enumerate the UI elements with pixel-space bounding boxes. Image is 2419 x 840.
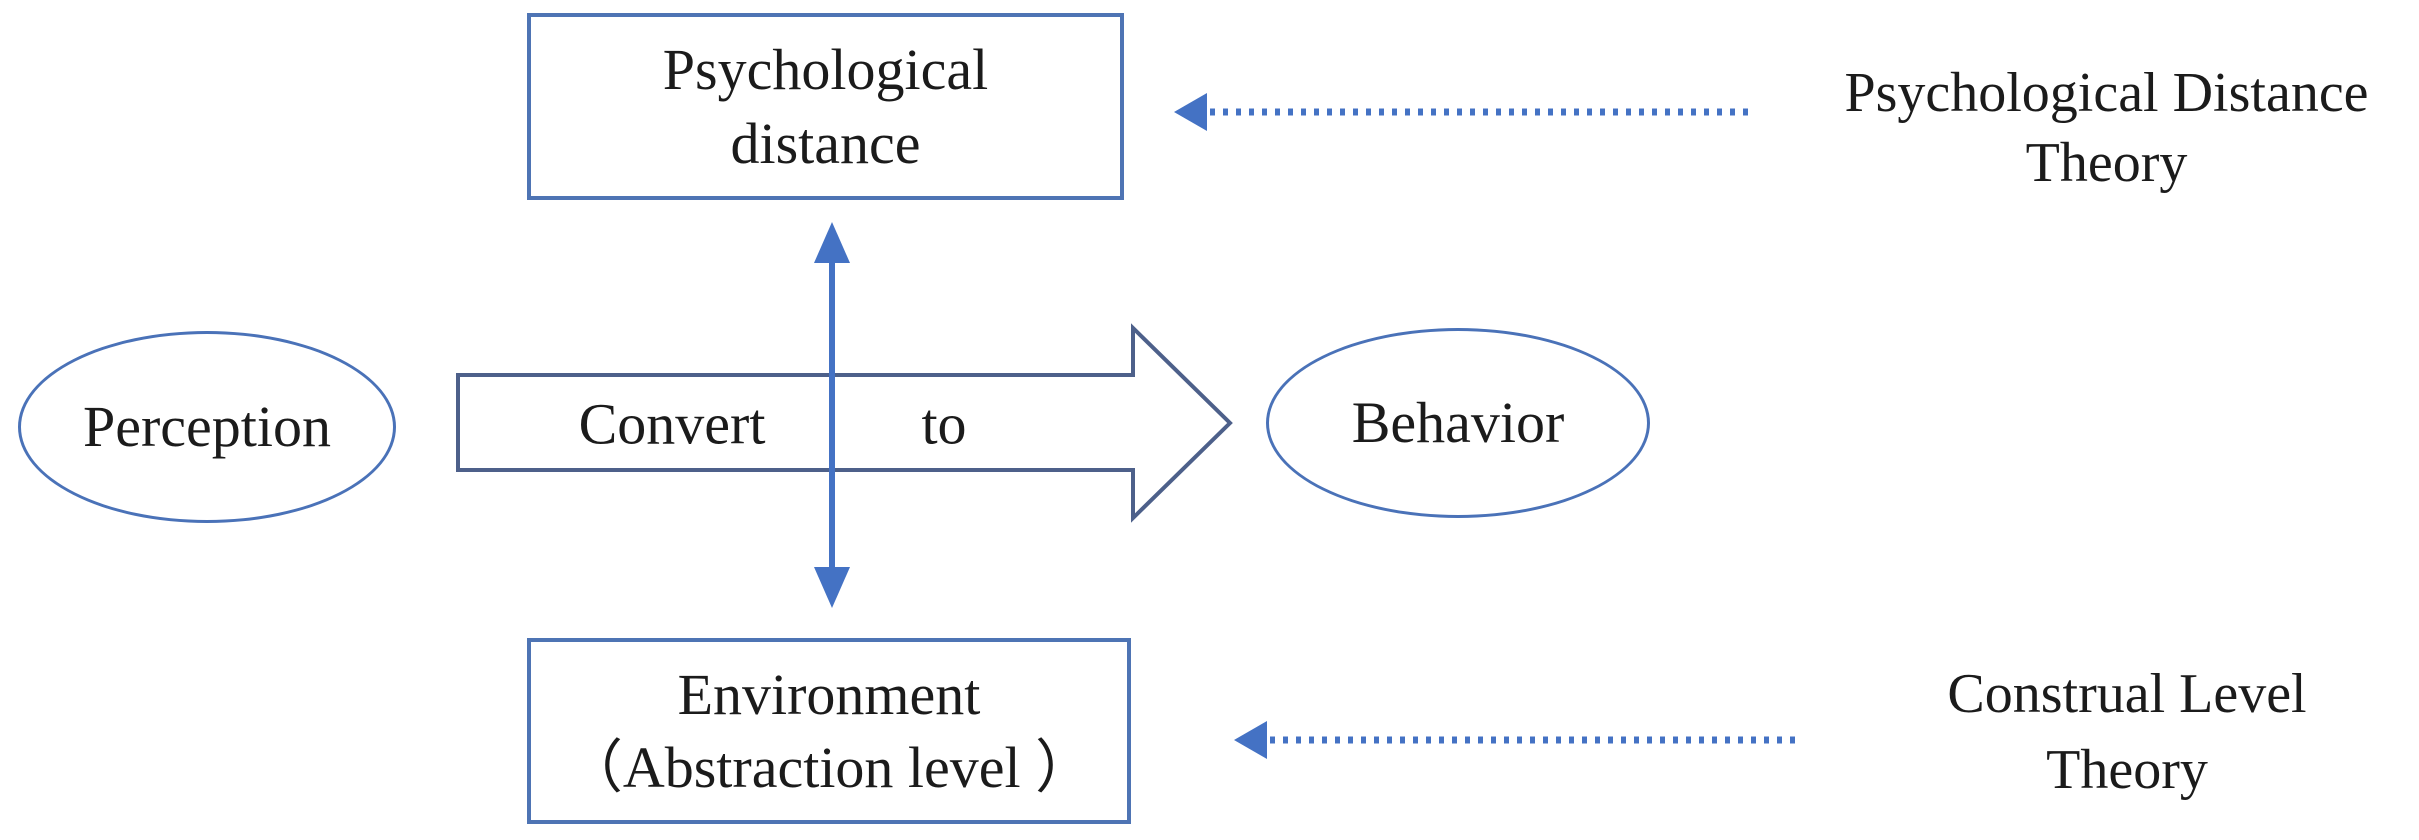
psychological-theory-arrow-head-icon <box>1174 93 1207 131</box>
to-word-label: to <box>921 391 967 457</box>
environment-label-line1: Environment <box>677 661 981 727</box>
psychological-distance-theory-line2: Theory <box>2025 132 2188 194</box>
convert-block-arrow-shape <box>456 323 1233 523</box>
construal-level-theory-line2: Theory <box>2046 739 2208 801</box>
construal-level-theory-line1: Construal Level <box>1947 663 2307 725</box>
perception-ellipse: Perception <box>18 331 396 523</box>
psychological-distance-theory-label: Psychological Distance Theory <box>1794 58 2419 198</box>
psychological-distance-box: Psychological distance <box>527 13 1124 200</box>
behavior-ellipse: Behavior <box>1266 328 1650 518</box>
vertical-arrow-down-head-icon <box>814 567 850 608</box>
vertical-arrow-up-head-icon <box>814 222 850 263</box>
environment-box: Environment （Abstraction level ） <box>527 638 1131 824</box>
perception-label: Perception <box>82 394 332 460</box>
environment-label-line2: （Abstraction level ） <box>564 735 1094 800</box>
behavior-label: Behavior <box>1351 390 1565 456</box>
construal-theory-arrow-head-icon <box>1234 721 1267 759</box>
convert-word-label: Convert <box>578 391 766 457</box>
psychological-distance-theory-line1: Psychological Distance <box>1844 62 2369 124</box>
psychological-distance-label-line1: Psychological <box>662 37 989 103</box>
construal-level-theory-label: Construal Level Theory <box>1896 656 2358 808</box>
psychological-distance-label-line2: distance <box>730 110 921 176</box>
